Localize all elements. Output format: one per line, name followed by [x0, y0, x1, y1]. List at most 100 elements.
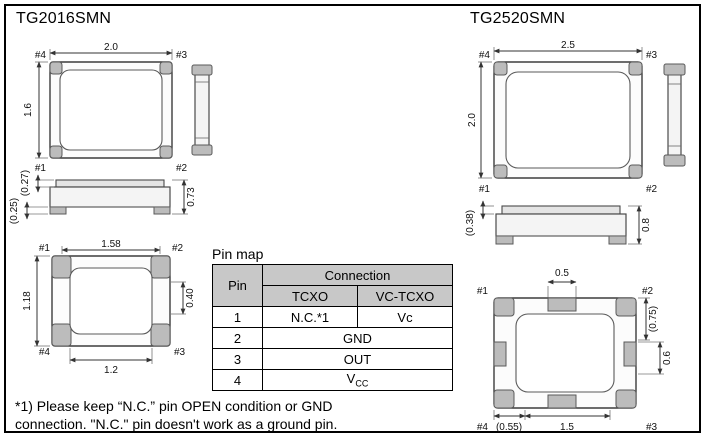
side-pad: [663, 154, 686, 167]
cavity-outline: [515, 313, 615, 393]
side-pad: [663, 63, 686, 76]
corner-pad: [628, 61, 643, 76]
tg2016-front-view: (0.27) (0.25) 0.73: [9, 170, 197, 224]
pin-label: #1: [35, 163, 47, 174]
front-body: [49, 186, 171, 208]
header-vc-tcxo: VC-TCXO: [357, 285, 453, 307]
tg2520-top-view: 2.5 #4 #3 #1 #2 2.0: [467, 40, 658, 195]
footnote-line-2: connection. "N.C." pin doesn't work as a…: [15, 416, 338, 433]
corner-pad: [493, 61, 508, 76]
corner-pad: [51, 255, 72, 279]
pin3-connection: OUT: [262, 348, 453, 370]
right-package-title: TG2520SMN: [470, 10, 566, 27]
corner-pad: [49, 145, 63, 159]
dim-label-width: 1.58: [101, 239, 121, 250]
left-package-title: TG2016SMN: [16, 10, 112, 27]
pin4-connection: VCC: [262, 369, 453, 391]
dim-label-height: 2.0: [467, 113, 478, 127]
lid-seam: [59, 69, 163, 151]
corner-pad: [51, 323, 72, 347]
side-pad: [191, 144, 213, 156]
bottom-pad: [49, 206, 67, 215]
table-row: 4 VCC: [212, 369, 453, 391]
corner-pad: [49, 61, 63, 75]
corner-pad: [159, 61, 173, 75]
side-body: [667, 71, 682, 159]
header-tcxo: TCXO: [262, 285, 358, 307]
tg2520-front-view: (0.38) 0.8: [465, 200, 652, 245]
table-header-row: Pin Connection: [212, 264, 453, 307]
edge-pad: [493, 341, 507, 367]
pin-label: #1: [479, 184, 491, 195]
corner-pad: [615, 389, 637, 409]
header-pin: Pin: [212, 264, 263, 307]
side-body: [194, 71, 210, 149]
table-row: 2 GND: [212, 327, 453, 349]
pin-map-label: Pin map: [212, 246, 264, 262]
footnote: *1) Please keep “N.C.” pin OPEN conditio…: [15, 397, 337, 433]
dim-label-height: 1.18: [22, 291, 33, 311]
pin-label: #4: [477, 422, 489, 433]
tg2016-side-view: [191, 64, 213, 156]
bottom-pad: [608, 235, 627, 245]
tg2520-side-view: [663, 63, 686, 167]
pin4-number: 4: [212, 369, 263, 391]
table-subheader-row: TCXO VC-TCXO: [213, 285, 453, 307]
corner-pad: [493, 297, 515, 317]
corner-pad: [628, 164, 643, 179]
tg2016-drawing: 2.0 #4 #3 #1 #2 1.6 (0.27): [9, 42, 213, 376]
pin-label: #3: [174, 347, 186, 358]
dim-label-pitch: 1.2: [104, 365, 118, 376]
lid: [55, 179, 165, 188]
front-body: [495, 213, 627, 237]
dim-label-height: 0.8: [641, 218, 652, 232]
bottom-pad: [153, 206, 171, 215]
border-frame: [4, 4, 701, 433]
cavity-outline: [69, 267, 153, 335]
pin1-number: 1: [212, 306, 263, 328]
pin2-number: 2: [212, 327, 263, 349]
dim-label-pad-width: 0.5: [555, 268, 569, 279]
table-row: 1 N.C.*1 Vc: [212, 306, 453, 328]
pin-label: #1: [39, 243, 51, 254]
pin3-number: 3: [212, 348, 263, 370]
lid-seam: [505, 71, 631, 169]
pin-label: #1: [477, 286, 489, 297]
corner-pad: [493, 389, 515, 409]
dim-label-pad-height: 0.6: [662, 351, 673, 365]
dim-label-edge: (0.55): [496, 422, 522, 433]
pin-label: #2: [176, 163, 188, 174]
header-connection: Connection: [262, 264, 453, 286]
edge-pad: [547, 394, 577, 409]
dim-label-width: 2.5: [561, 40, 575, 51]
vcc-text: V: [346, 371, 356, 387]
dim-label-upper: (0.75): [648, 306, 659, 332]
dim-label-lid: (0.38): [465, 210, 476, 236]
side-pad: [191, 64, 213, 76]
tg2016-top-view: 2.0 #4 #3 #1 #2 1.6: [23, 42, 188, 174]
corner-pad: [150, 255, 171, 279]
tg2520-bottom-view: 0.5 #1 #2 (0.75) 0.6 (0.55) 1.5 #4 #3: [477, 268, 673, 433]
pin2-connection: GND: [262, 327, 453, 349]
lid: [501, 205, 621, 215]
pin1-vc-tcxo: Vc: [357, 306, 453, 328]
dim-label-width: 2.0: [104, 42, 118, 53]
dim-label-height: 1.6: [23, 103, 34, 117]
corner-pad: [159, 145, 173, 159]
edge-pad: [623, 341, 637, 367]
corner-pad: [615, 297, 637, 317]
corner-pad: [493, 164, 508, 179]
dim-label-pad: 0.40: [185, 288, 196, 308]
pin-label: #4: [35, 50, 47, 61]
pin-label: #3: [646, 422, 658, 433]
pin-label: #4: [479, 50, 491, 61]
pin-label: #2: [172, 243, 184, 254]
tg2520-drawing: 2.5 #4 #3 #1 #2 2.0 (0.38): [465, 40, 686, 433]
pin-map-section: Pin map Pin Connection TCXO VC-TCXO 1 N.…: [212, 246, 453, 391]
dim-label-height: 0.73: [186, 187, 197, 207]
footnote-line-1: *1) Please keep “N.C.” pin OPEN conditio…: [15, 398, 333, 414]
pin-label: #2: [646, 184, 658, 195]
pin-label: #2: [642, 286, 654, 297]
pin-map-table: Pin Connection TCXO VC-TCXO 1 N.C.*1 Vc …: [212, 264, 453, 391]
dim-label-pitch: 1.5: [560, 422, 574, 433]
